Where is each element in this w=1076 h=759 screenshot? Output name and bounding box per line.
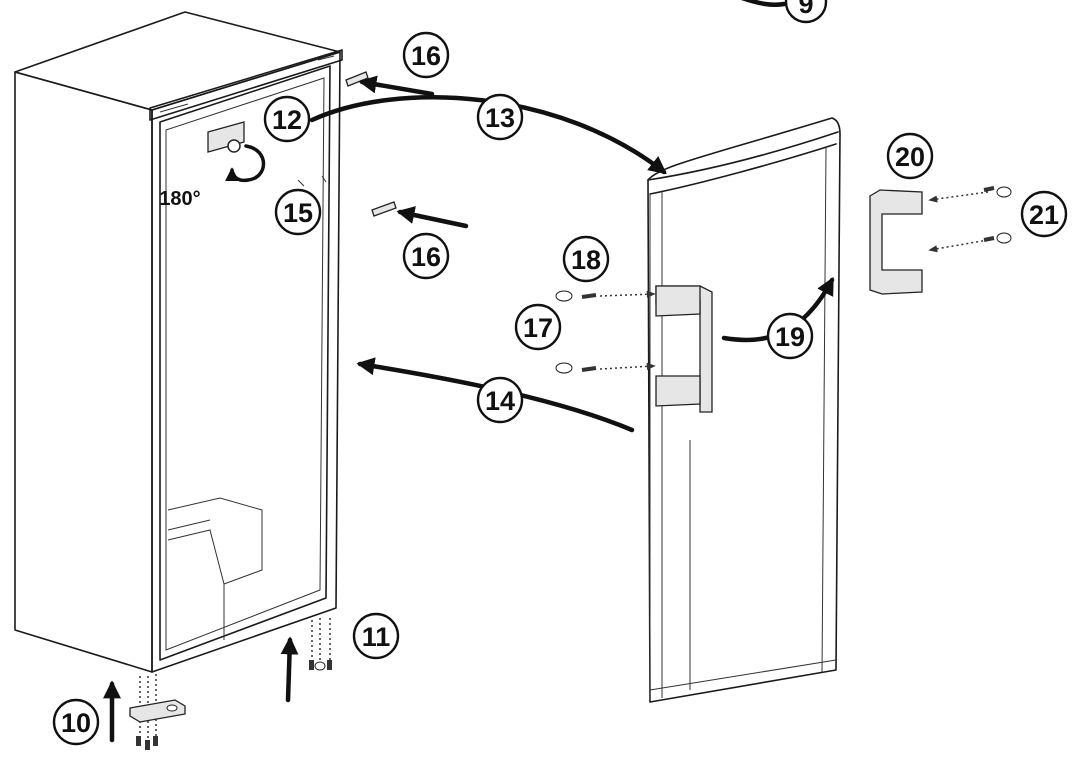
svg-text:17: 17 — [523, 313, 553, 343]
svg-text:16: 16 — [411, 242, 441, 272]
fridge-door — [647, 117, 841, 703]
up-arrow-icon — [280, 636, 299, 703]
arrow-fragment-icon — [740, 0, 787, 7]
callout-18: 18 — [562, 235, 610, 283]
svg-text:12: 12 — [272, 105, 302, 135]
callout-16-top: 16 — [402, 31, 450, 79]
callout-11: 11 — [352, 612, 400, 660]
svg-text:11: 11 — [362, 622, 391, 652]
callout-10: 10 — [52, 698, 100, 746]
callout-21: 21 — [1020, 190, 1068, 238]
hinge-pins — [345, 71, 397, 217]
rotation-label: 180° — [159, 188, 200, 210]
callout-15: 15 — [274, 188, 322, 236]
svg-text:13: 13 — [485, 103, 515, 133]
callout-9: 9 — [784, 0, 828, 24]
callout-12: 12 — [263, 95, 311, 143]
callout-13: 13 — [476, 93, 524, 141]
fridge-cabinet — [14, 11, 343, 673]
handle-screws — [928, 186, 1012, 253]
door-move-arrow-icon — [309, 95, 667, 175]
left-arrow-icon — [358, 75, 435, 97]
svg-text:10: 10 — [61, 708, 91, 738]
svg-text:14: 14 — [485, 386, 515, 416]
svg-text:9: 9 — [798, 0, 813, 19]
callout-16-bottom: 16 — [402, 232, 450, 280]
callout-20: 20 — [886, 132, 934, 180]
callout-17: 17 — [514, 303, 562, 351]
left-arrow-icon — [396, 206, 469, 229]
callout-19: 19 — [766, 312, 814, 360]
svg-text:18: 18 — [571, 245, 601, 275]
svg-text:20: 20 — [895, 142, 925, 172]
svg-text:19: 19 — [775, 322, 805, 352]
bottom-hinge-parts — [129, 618, 332, 750]
callout-14: 14 — [476, 376, 524, 424]
svg-text:16: 16 — [411, 41, 441, 71]
svg-text:21: 21 — [1029, 200, 1059, 230]
screws-and-caps — [555, 290, 656, 374]
rotation-arrow-icon — [225, 144, 266, 183]
door-handle — [869, 189, 923, 295]
svg-text:15: 15 — [283, 198, 313, 228]
